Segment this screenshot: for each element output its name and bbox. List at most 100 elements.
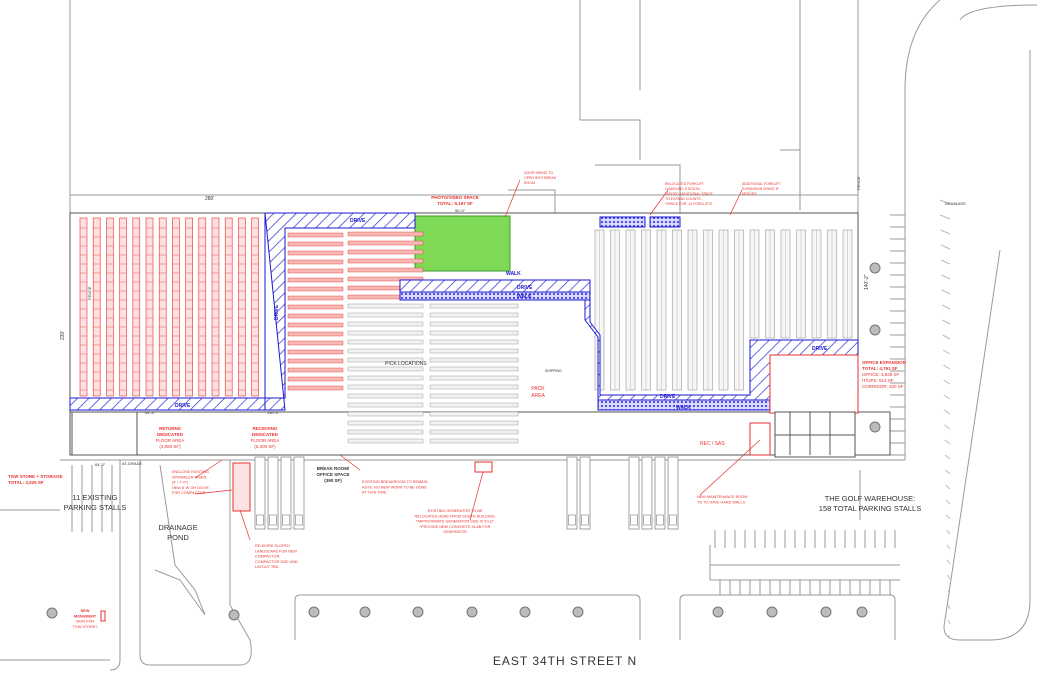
rack-receiving — [287, 277, 344, 283]
break-room-label-line: (390 SF) — [324, 478, 342, 483]
parking-stall — [940, 244, 951, 250]
sprinkler-note-line: FOR COMPACTOR — [172, 491, 206, 495]
dock-trailer — [280, 456, 292, 530]
parking-stall — [940, 214, 951, 220]
forklift-relocated-note-line: CHARGING STATION. — [665, 187, 700, 191]
parking-stall — [939, 199, 951, 205]
maintenance-note-line: TO TO HAVE HARD WALLS — [697, 500, 746, 504]
rack-receiving — [287, 313, 344, 319]
rack-returns — [79, 217, 88, 397]
breakroom-existing-note-line: AS-IS. NO NEW WORK TO BE DONE — [362, 485, 427, 489]
dock-trailer — [628, 456, 640, 530]
parking-stall — [948, 634, 951, 640]
dock-truck-cab — [282, 514, 290, 526]
generator-slab — [474, 461, 493, 473]
dock-truck-cab — [295, 514, 303, 526]
drainage-pond-2: POND — [167, 533, 189, 542]
parking-stall — [944, 424, 951, 430]
parking-stall — [943, 364, 951, 370]
rack-pick — [429, 402, 519, 408]
rack-pick — [429, 393, 519, 399]
rack-receiving — [287, 241, 344, 247]
rack-returns — [172, 217, 180, 397]
monument-sign-note-line: NEW — [81, 609, 90, 613]
rack-pick — [429, 438, 519, 444]
returns-area-label-line: RETURNS — [159, 426, 181, 431]
rack-pick — [347, 339, 424, 345]
rack-pick — [347, 420, 424, 426]
monument-sign-note-line: SIGN FOR — [76, 620, 95, 624]
street-name: EAST 34TH STREET N — [493, 654, 637, 668]
dock-trailer — [667, 456, 679, 530]
dim-top: 280' — [205, 196, 214, 202]
rack-returns — [211, 217, 220, 397]
rack-pick — [429, 411, 519, 417]
forklift-additional-note-line: ADDITIONAL FORKLIFT — [742, 182, 782, 186]
receiving-area-label-line: DEDICATED — [252, 432, 279, 437]
break-room-label-line: BREAK ROOM/ — [317, 466, 350, 471]
dim-receiving: 130'-4" — [267, 410, 280, 415]
sprinkler-note-line: (4' / 7'-0") — [172, 481, 189, 485]
maintenance-note-line: NEW MAINTENANCE ROOM — [697, 495, 747, 499]
office-expansion — [749, 354, 859, 458]
office-expansion-label-line: CORRIDOR: 320 SF — [862, 384, 904, 389]
rack-receiving — [287, 340, 344, 346]
rack-pick — [347, 267, 424, 273]
dock-trailer — [293, 456, 305, 530]
rack-returns — [251, 217, 259, 397]
rack-pick — [347, 375, 424, 381]
drive-label-mid: DRIVE — [517, 285, 533, 291]
parking-stall — [946, 544, 951, 550]
landscape-note-line: COMPACTOR SIZE AND — [255, 560, 298, 564]
receiving-area-label-line: FLOOR AREA — [251, 438, 280, 443]
sprinkler-note-line: ENCLOSE EXISTING — [172, 470, 209, 474]
rack-pick — [347, 276, 424, 282]
fence-label-left: FENCE — [87, 286, 92, 300]
shipping-label: SHIPPING — [545, 369, 562, 373]
landscape-note-line: LAYOUT TBD. — [255, 565, 279, 569]
landscape-note-line: COMPACTOR. — [255, 555, 280, 559]
dock-trailer — [654, 456, 666, 530]
rack-pick — [429, 366, 519, 372]
sprinkler-note-line: SPRINKLER RISER — [172, 475, 206, 479]
tgw-store-label-line: TOTAL: 3,025 SF — [8, 480, 44, 485]
rack-pick — [429, 348, 519, 354]
walk-label-top: WALK — [506, 271, 521, 277]
rack-returns — [185, 217, 193, 397]
tgw-store-outline — [71, 411, 138, 456]
drive-label-bottom: DRIVE — [175, 403, 191, 409]
parking-stall — [941, 274, 951, 280]
rack-pick — [347, 366, 424, 372]
drive-label-top: DRIVE — [350, 218, 366, 224]
forklift-relocated-note-line: TO EXPAND COUNTS. — [665, 197, 702, 201]
rack-pick — [429, 339, 519, 345]
rack-pick — [347, 249, 424, 255]
rack-receiving — [287, 250, 344, 256]
receiving-area-label-line: (5,400 SF) — [254, 444, 276, 449]
loading-docks — [254, 456, 679, 530]
dim-store: 64'-3" — [95, 462, 106, 467]
dock-trailer — [566, 456, 578, 530]
photo-space-label-line: PHOTO/VIDEO SPACE — [431, 195, 479, 200]
rack-returns — [132, 217, 141, 397]
parking-stall — [940, 259, 951, 265]
dock-trailer — [579, 456, 591, 530]
drainage-label: DRAINAGE — [945, 201, 966, 206]
photo-video-space — [414, 215, 511, 272]
parking-stall — [944, 454, 951, 460]
rack-returns — [198, 217, 207, 397]
monument-sign — [100, 610, 106, 622]
parking-left-2: PARKING STALLS — [64, 503, 127, 512]
rack-pick — [347, 330, 424, 336]
forklift-relocated-note-line: RELOCATED FORKLIFT — [665, 182, 705, 186]
parking-stall — [946, 529, 951, 535]
parking-stall-lines — [71, 199, 951, 640]
break-room-label-line: OFFICE SPACE — [317, 472, 350, 477]
rec-sas-label: REC / SAS — [700, 441, 725, 447]
rack-receiving — [287, 295, 344, 301]
generator-note-line: EXISTING GENERATOR TO BE — [428, 509, 483, 513]
returns-area-label-line: (4,060 SF) — [159, 444, 181, 449]
rack-pick — [347, 321, 424, 327]
rack-receiving — [287, 385, 344, 391]
returns-area-label-line: DEDICATED — [157, 432, 184, 437]
